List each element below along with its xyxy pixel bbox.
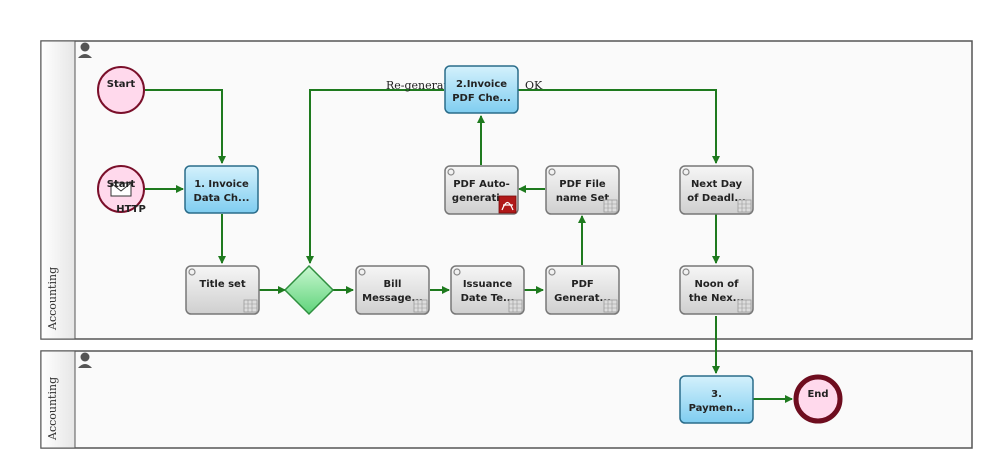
pdf-icon	[498, 195, 517, 214]
task-label-line2: name Set	[556, 193, 610, 204]
task-label-line1: Next Day	[691, 179, 743, 190]
task-pdf-auto-generation[interactable]: PDF Auto- generati...	[444, 165, 519, 215]
task-label-line2: of Deadl...	[687, 193, 746, 204]
table-icon	[603, 199, 618, 213]
task-label-line1: 1. Invoice	[194, 179, 249, 190]
start-message-event[interactable]: Start HTTP	[97, 165, 146, 215]
table-icon	[508, 299, 523, 313]
gear-icon	[548, 168, 556, 176]
task-pdf-generation[interactable]: PDF Generat...	[545, 265, 620, 315]
event-label: Start	[107, 79, 136, 90]
task-title-set[interactable]: Title set	[185, 265, 260, 315]
task-label-line2: Paymen...	[689, 403, 745, 414]
task-label-line1: Issuance	[463, 279, 513, 290]
task-label-line2: PDF Che...	[452, 93, 511, 104]
task-label-line1: Title set	[199, 279, 245, 290]
event-sublabel: HTTP	[116, 204, 146, 215]
gear-icon	[548, 268, 556, 276]
end-event[interactable]: End	[793, 374, 843, 424]
task-invoice-pdf-check[interactable]: 2.Invoice PDF Che...	[444, 65, 519, 114]
task-label-line2: generati...	[452, 193, 511, 204]
user-icon	[78, 352, 92, 368]
lane-label: Accounting	[46, 377, 59, 441]
task-label-line1: PDF	[571, 279, 593, 290]
task-label-line1: PDF Auto-	[453, 179, 510, 190]
task-label-line1: Bill	[384, 279, 402, 290]
task-pdf-file-name-set[interactable]: PDF File name Set	[545, 165, 620, 215]
gear-icon	[682, 268, 690, 276]
gear-icon	[682, 168, 690, 176]
flow-t2-ok[interactable]	[518, 89, 720, 164]
table-icon	[737, 199, 752, 213]
start-event[interactable]: Start	[97, 66, 145, 114]
table-icon	[737, 299, 752, 313]
gear-icon	[188, 268, 196, 276]
task-label-line2: Data Ch...	[194, 193, 250, 204]
task-label-line2: Message...	[362, 293, 423, 304]
task-label-line2: the Nex...	[689, 293, 744, 304]
task-payment[interactable]: 3. Paymen...	[679, 375, 754, 424]
gear-icon	[358, 268, 366, 276]
flow-start1-to-t1[interactable]	[145, 89, 226, 164]
gear-icon	[447, 168, 455, 176]
task-next-day-of-deadline[interactable]: Next Day of Deadl...	[679, 165, 754, 215]
envelope-icon	[110, 182, 132, 197]
table-icon	[243, 299, 258, 313]
flow-label-regenerate: Re-generate	[386, 79, 454, 92]
table-icon	[413, 299, 428, 313]
event-label: End	[807, 389, 828, 400]
flow-label-ok: OK	[525, 79, 543, 92]
task-issuance-date[interactable]: Issuance Date Te...	[450, 265, 525, 315]
flow-t2-regenerate[interactable]	[306, 89, 444, 264]
lane-label: Accounting	[46, 267, 59, 331]
task-invoice-data-check[interactable]: 1. Invoice Data Ch...	[184, 165, 259, 214]
task-label-line2: Date Te...	[461, 293, 515, 304]
user-icon	[78, 42, 92, 58]
task-label-line1: 2.Invoice	[456, 79, 507, 90]
task-label-line2: Generat...	[554, 293, 611, 304]
task-label-line1: 3.	[711, 389, 722, 400]
task-label-line1: PDF File	[559, 179, 606, 190]
table-icon	[603, 299, 618, 313]
event-label: Start	[107, 179, 136, 190]
task-bill-message[interactable]: Bill Message...	[355, 265, 430, 315]
task-label-line1: Noon of	[695, 279, 740, 290]
task-noon-of-the-next[interactable]: Noon of the Nex...	[679, 265, 754, 315]
sequence-flows	[145, 89, 793, 403]
gear-icon	[453, 268, 461, 276]
exclusive-gateway[interactable]	[283, 264, 335, 316]
